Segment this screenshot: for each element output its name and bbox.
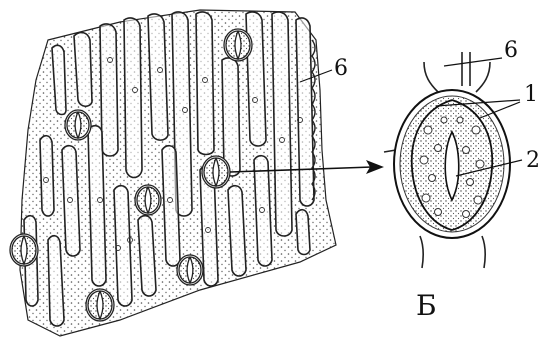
stoma xyxy=(224,29,252,61)
stoma xyxy=(202,156,230,188)
stoma xyxy=(135,185,161,215)
stoma xyxy=(10,234,38,266)
label-6-right: 6 xyxy=(504,40,518,62)
stoma xyxy=(86,289,114,321)
label-6-left: 6 xyxy=(334,58,348,80)
panel-letter: Б xyxy=(416,292,437,320)
epidermis-tissue xyxy=(10,10,336,336)
leader-6-right xyxy=(444,58,502,66)
label-1: 1 xyxy=(524,84,538,106)
stoma xyxy=(65,110,91,140)
label-2: 2 xyxy=(526,150,540,172)
enlarged-stoma xyxy=(384,52,522,268)
stoma xyxy=(177,255,203,285)
